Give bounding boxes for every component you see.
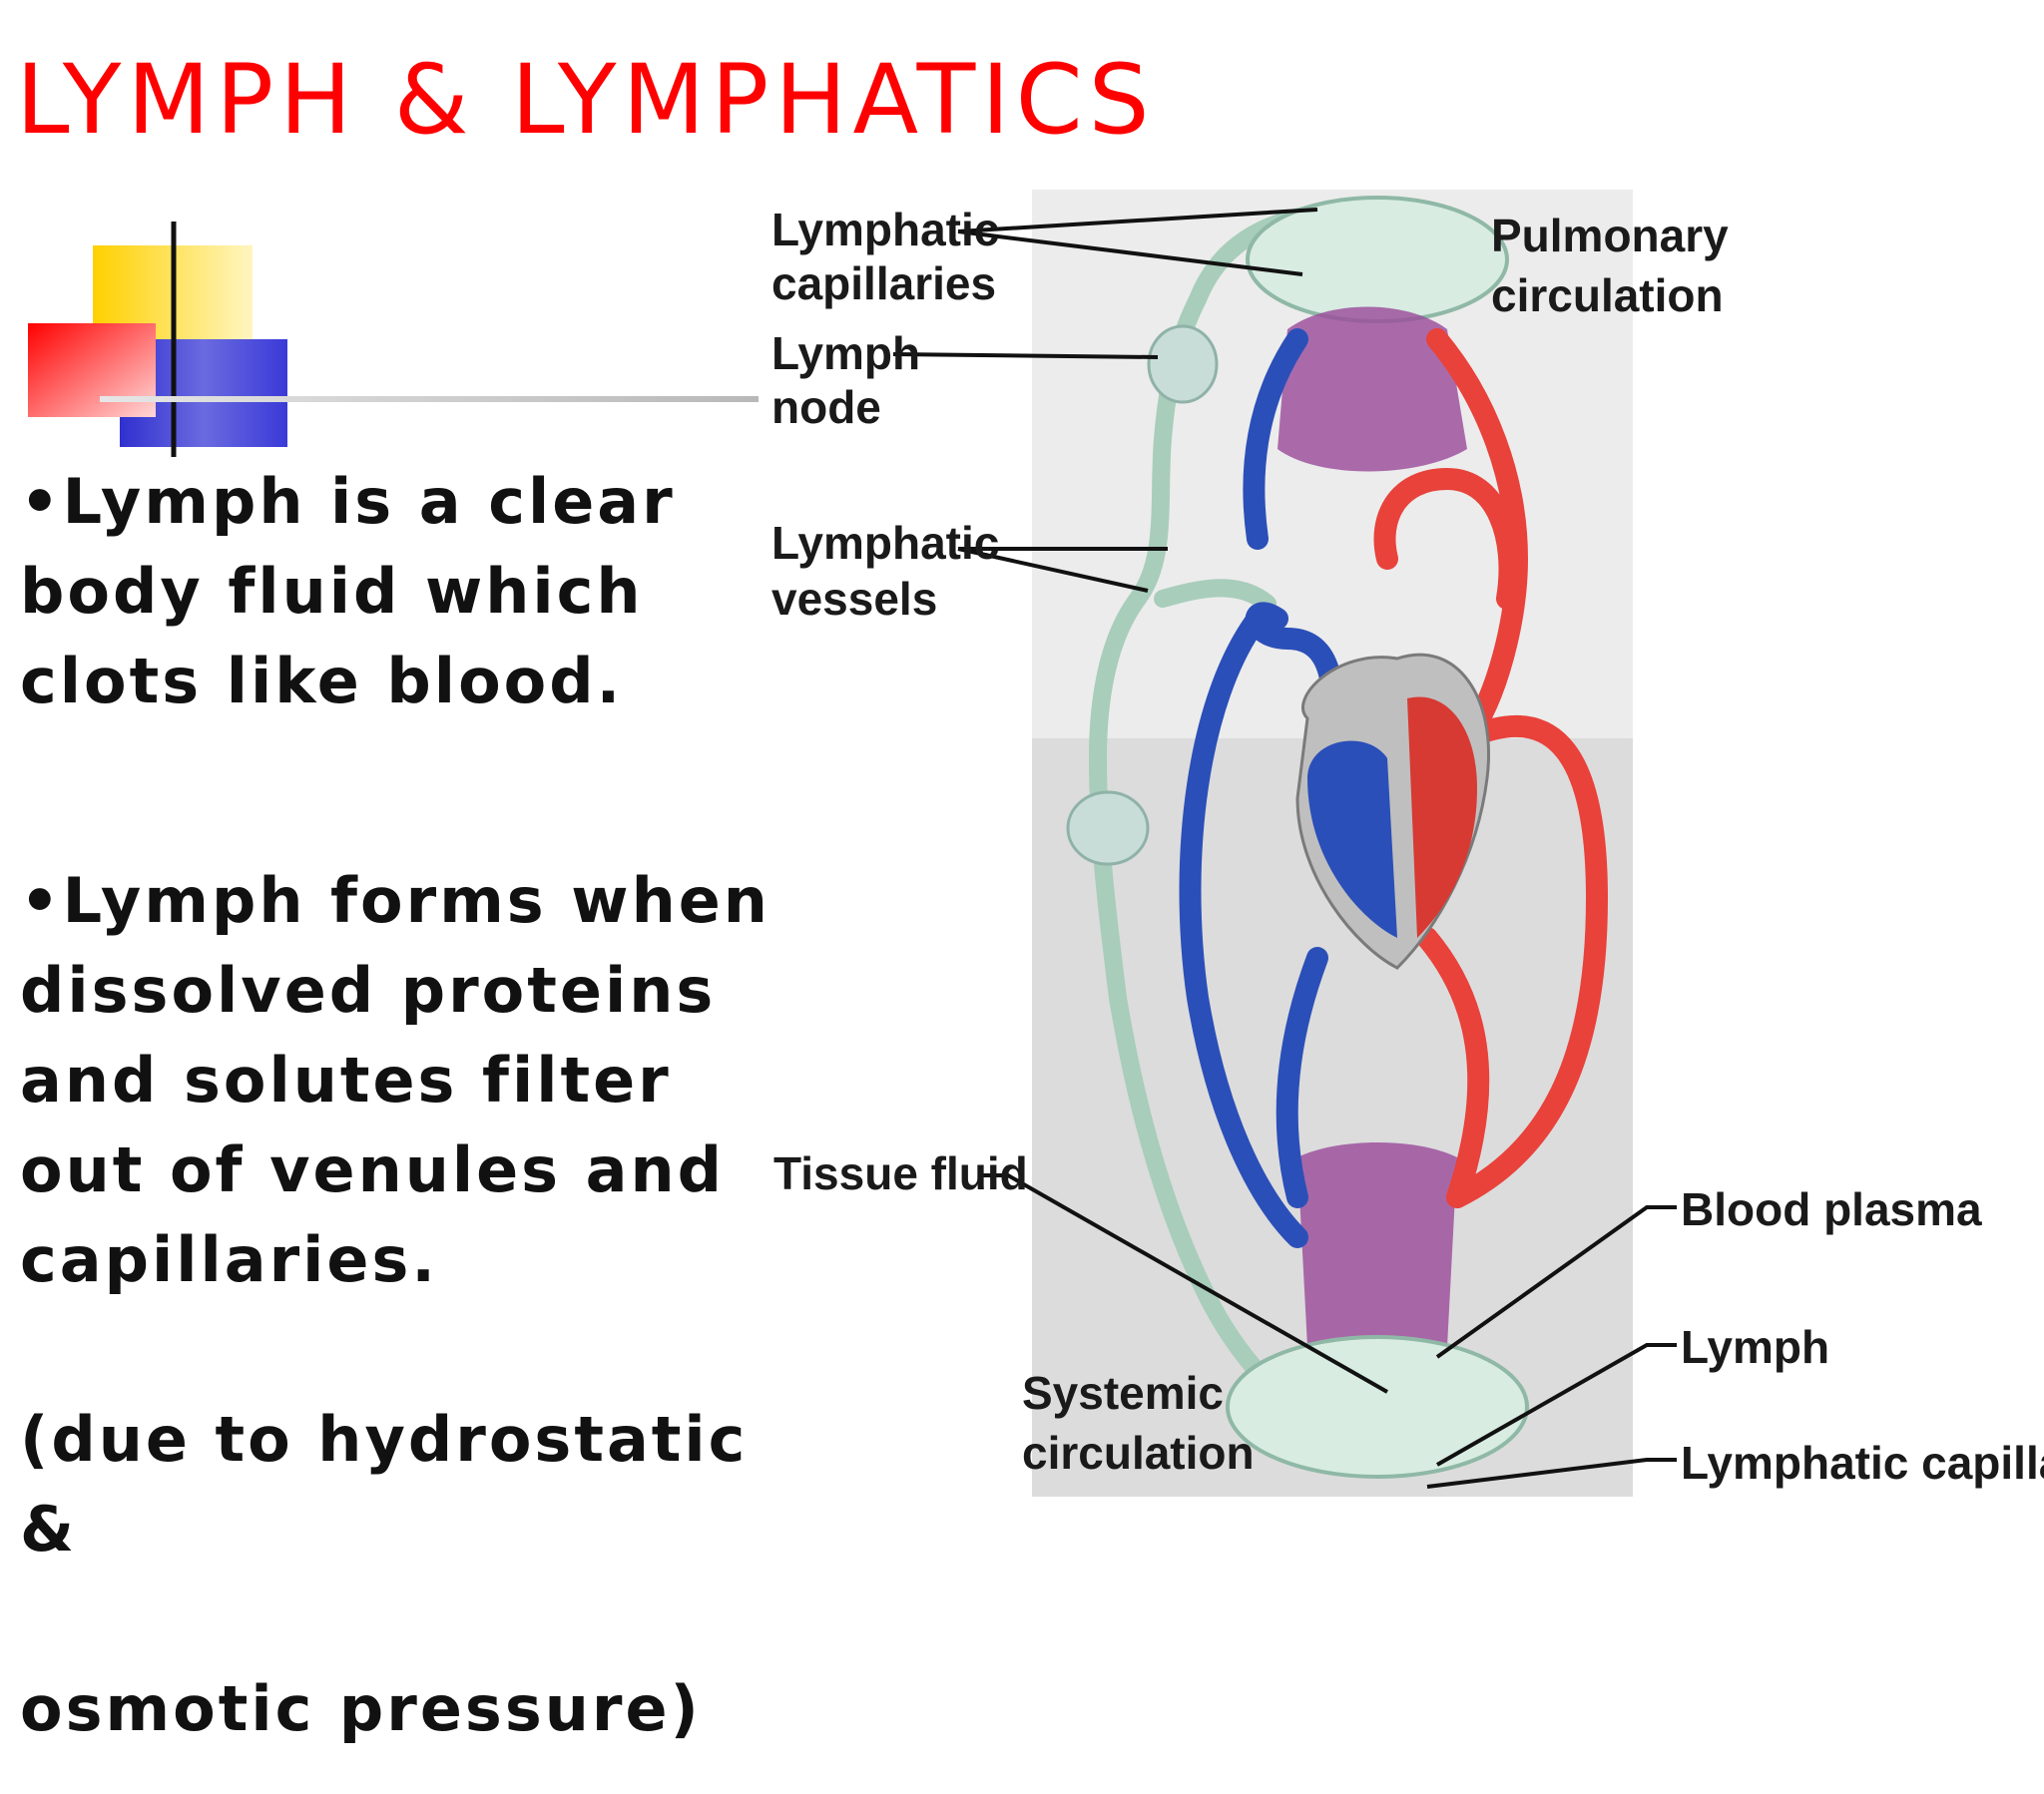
label-lymphatic-capillaries-top-2: capillaries (771, 257, 996, 309)
bullet-item-2-text: •Lymph forms when dissolved proteins and… (20, 864, 770, 1296)
label-lymph: Lymph (1681, 1321, 1829, 1373)
label-blood-plasma: Blood plasma (1681, 1183, 1982, 1235)
leader-tissue-fluid (978, 1173, 1388, 1394)
heart (1295, 653, 1490, 970)
label-lymph-node-2: node (771, 381, 881, 433)
page-title: LYMPH & LYMPHATICS (16, 44, 1156, 156)
lymph-node-lower (1066, 790, 1150, 866)
label-systemic-circulation-2: circulation (1022, 1427, 1255, 1479)
arterial-vessels (1373, 328, 1609, 1208)
label-pulmonary-circulation-1: Pulmonary (1491, 210, 1729, 261)
leader-lymph (1436, 1343, 1677, 1467)
label-lymph-node-1: Lymph (771, 327, 920, 379)
lymphatic-vessel-system (1088, 201, 1346, 1446)
bullet-item-2: •Lymph forms when dissolved proteins and… (20, 766, 818, 1754)
label-lymphatic-capillaries-bottom: Lymphatic capillaries (1681, 1437, 2044, 1489)
bullet-list: •Lymph is a clear body fluid which clots… (20, 457, 818, 1794)
decorative-squares (28, 222, 287, 457)
label-tissue-fluid: Tissue fluid (773, 1147, 1028, 1199)
bullet-item-1: •Lymph is a clear body fluid which clots… (20, 465, 676, 717)
leader-lymphatic-capillaries-bottom (1426, 1458, 1677, 1489)
label-lymphatic-vessels-1: Lymphatic (771, 517, 999, 569)
leader-lymph-node (892, 352, 1159, 359)
label-pulmonary-circulation-2: circulation (1491, 269, 1724, 321)
bullet-item-2-extra-1: (due to hydrostatic & (20, 1403, 749, 1566)
lymph-node-upper (1147, 324, 1219, 404)
pulmonary-lymphatic-capillaries (1246, 196, 1509, 323)
leader-lymphatic-capillaries-top-b (957, 229, 1303, 276)
bullet-item-2-extra-2: osmotic pressure) (20, 1672, 702, 1745)
pulmonary-capillary-bed (1278, 306, 1467, 472)
label-lymphatic-vessels-2: vessels (771, 573, 937, 625)
label-systemic-circulation-1: Systemic (1022, 1367, 1224, 1419)
systemic-lymphatic-capillaries (1226, 1335, 1529, 1479)
systemic-capillary-bed (1297, 1142, 1457, 1370)
circulation-diagram: Lymphatic capillaries Lymph node Lymphat… (771, 190, 2044, 1497)
leader-blood-plasma (1435, 1205, 1677, 1359)
label-lymphatic-capillaries-top-1: Lymphatic (771, 204, 999, 255)
leader-lymphatic-vessels-b (957, 547, 1149, 593)
leader-lymphatic-capillaries-top-a (957, 208, 1318, 233)
